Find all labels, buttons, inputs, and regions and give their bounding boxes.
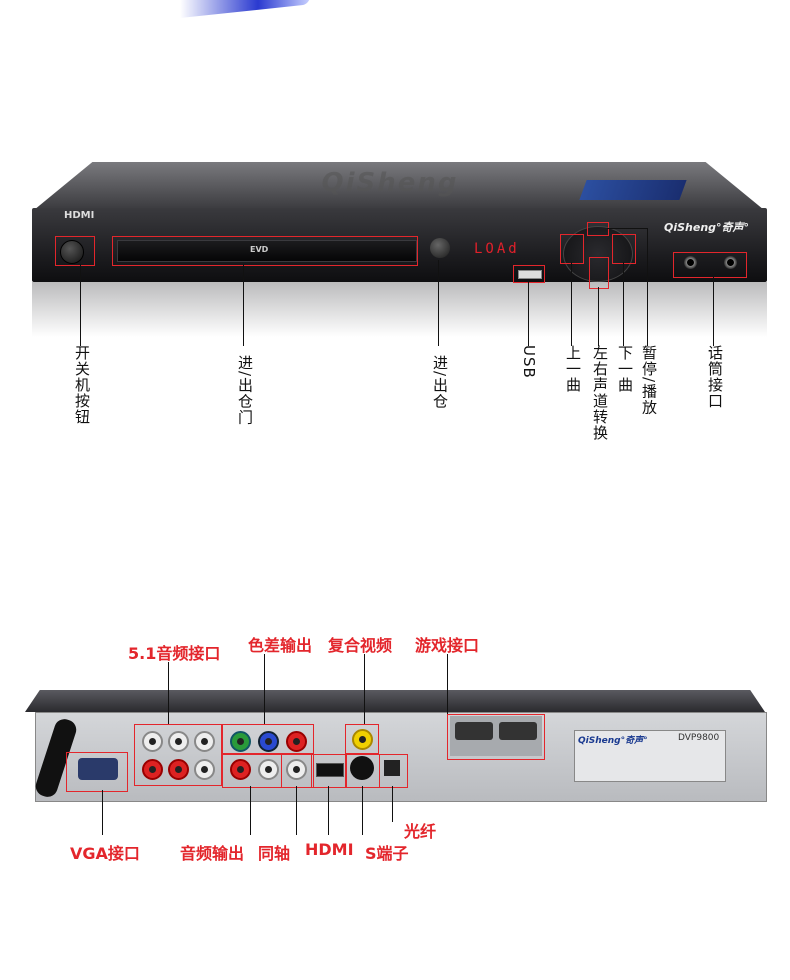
label-next-track: 下一曲 (616, 345, 634, 393)
label-audio51: 5.1音频接口 (128, 644, 221, 663)
optical-port[interactable] (384, 760, 400, 776)
highlight-optical (379, 754, 408, 788)
brand-watermark: QiSheng (321, 168, 459, 198)
disc-tray[interactable] (117, 240, 417, 262)
highlight-tray (112, 236, 418, 266)
leader-line (713, 276, 714, 346)
audio51-jack[interactable] (194, 731, 215, 752)
hdmi-port[interactable] (316, 763, 344, 777)
highlight-coaxial (281, 754, 314, 788)
game-port-1[interactable] (455, 722, 493, 740)
leader-line (528, 281, 529, 346)
player-back-top (25, 690, 765, 712)
leader-line (264, 654, 265, 724)
highlight-prev (560, 234, 584, 264)
leader-line (392, 786, 393, 822)
label-svideo: S端子 (365, 844, 409, 863)
audio51-jack[interactable] (168, 731, 189, 752)
highlight-power (55, 236, 95, 266)
svideo-port[interactable] (350, 756, 374, 780)
eject-button[interactable] (430, 238, 450, 258)
leader-line (102, 790, 103, 835)
audio-out-jack[interactable] (230, 759, 251, 780)
label-eject: 进/出仓 (431, 355, 449, 410)
highlight-audio-out (222, 754, 282, 788)
leader-line (647, 228, 648, 346)
plate-brand: QiSheng°奇声° (578, 736, 648, 746)
label-composite: 复合视频 (328, 636, 393, 655)
coaxial-jack[interactable] (286, 759, 307, 780)
hdmi-logo: HDMI (64, 210, 95, 221)
highlight-hdmi (311, 754, 347, 788)
highlight-next (612, 234, 636, 264)
label-vga: VGA接口 (70, 844, 140, 863)
label-usb: USB (520, 345, 538, 379)
rating-plate (574, 730, 726, 782)
display-readout: LOAd (474, 241, 520, 257)
label-power-button: 开关机按钮 (73, 345, 91, 425)
label-component: 色差输出 (248, 636, 313, 655)
leader-line (623, 262, 624, 346)
label-tray-door: 进/出仓门 (236, 355, 254, 426)
highlight-vga (66, 752, 128, 792)
audio51-jack[interactable] (142, 759, 163, 780)
evd-logo: EVD (250, 245, 269, 254)
highlight-game (447, 714, 545, 760)
mic-jack-2[interactable] (724, 256, 737, 269)
promo-sticker (579, 180, 687, 200)
leader-line (328, 786, 329, 835)
highlight-component (222, 724, 314, 754)
power-button[interactable] (60, 240, 84, 264)
mic-jack-1[interactable] (684, 256, 697, 269)
vga-port[interactable] (78, 758, 118, 780)
leader-line (607, 228, 647, 229)
leader-line (598, 287, 599, 346)
label-channel-switch: 左右声道转换 (591, 345, 609, 441)
label-audio-out: 音频输出 (180, 844, 245, 863)
highlight-usb (513, 265, 545, 283)
leader-line (296, 786, 297, 835)
leader-line (243, 264, 244, 346)
top-decoration (180, 0, 310, 19)
component-pb-jack[interactable] (258, 731, 279, 752)
leader-line (438, 260, 439, 346)
game-port-2[interactable] (499, 722, 537, 740)
leader-line (362, 786, 363, 835)
leader-line (80, 264, 81, 346)
label-prev-track: 上一曲 (564, 345, 582, 393)
audio51-jack[interactable] (142, 731, 163, 752)
label-optical: 光纤 (404, 822, 437, 841)
component-y-jack[interactable] (230, 731, 251, 752)
highlight-composite (345, 724, 379, 754)
audio51-jack[interactable] (194, 759, 215, 780)
composite-jack[interactable] (352, 729, 373, 750)
brand-logo: QiSheng°奇声° (664, 221, 750, 234)
highlight-mic (673, 252, 747, 278)
label-hdmi: HDMI (305, 840, 354, 859)
label-coaxial: 同轴 (258, 844, 291, 863)
plate-model: DVP9800 (678, 733, 720, 743)
leader-line (364, 654, 365, 724)
label-game-port: 游戏接口 (415, 636, 480, 655)
leader-line (571, 262, 572, 346)
leader-line (447, 654, 448, 714)
audio-out-jack[interactable] (258, 759, 279, 780)
usb-port[interactable] (518, 270, 542, 279)
highlight-svideo (345, 754, 380, 788)
highlight-channel (589, 257, 609, 289)
leader-line (250, 786, 251, 835)
label-mic-jack: 话筒接口 (706, 345, 724, 409)
player-reflection (32, 282, 767, 337)
highlight-play (587, 222, 609, 236)
component-pr-jack[interactable] (286, 731, 307, 752)
highlight-audio51 (134, 724, 222, 786)
audio51-jack[interactable] (168, 759, 189, 780)
leader-line (168, 662, 169, 724)
label-play-pause: 暂停/播放 (640, 345, 658, 416)
